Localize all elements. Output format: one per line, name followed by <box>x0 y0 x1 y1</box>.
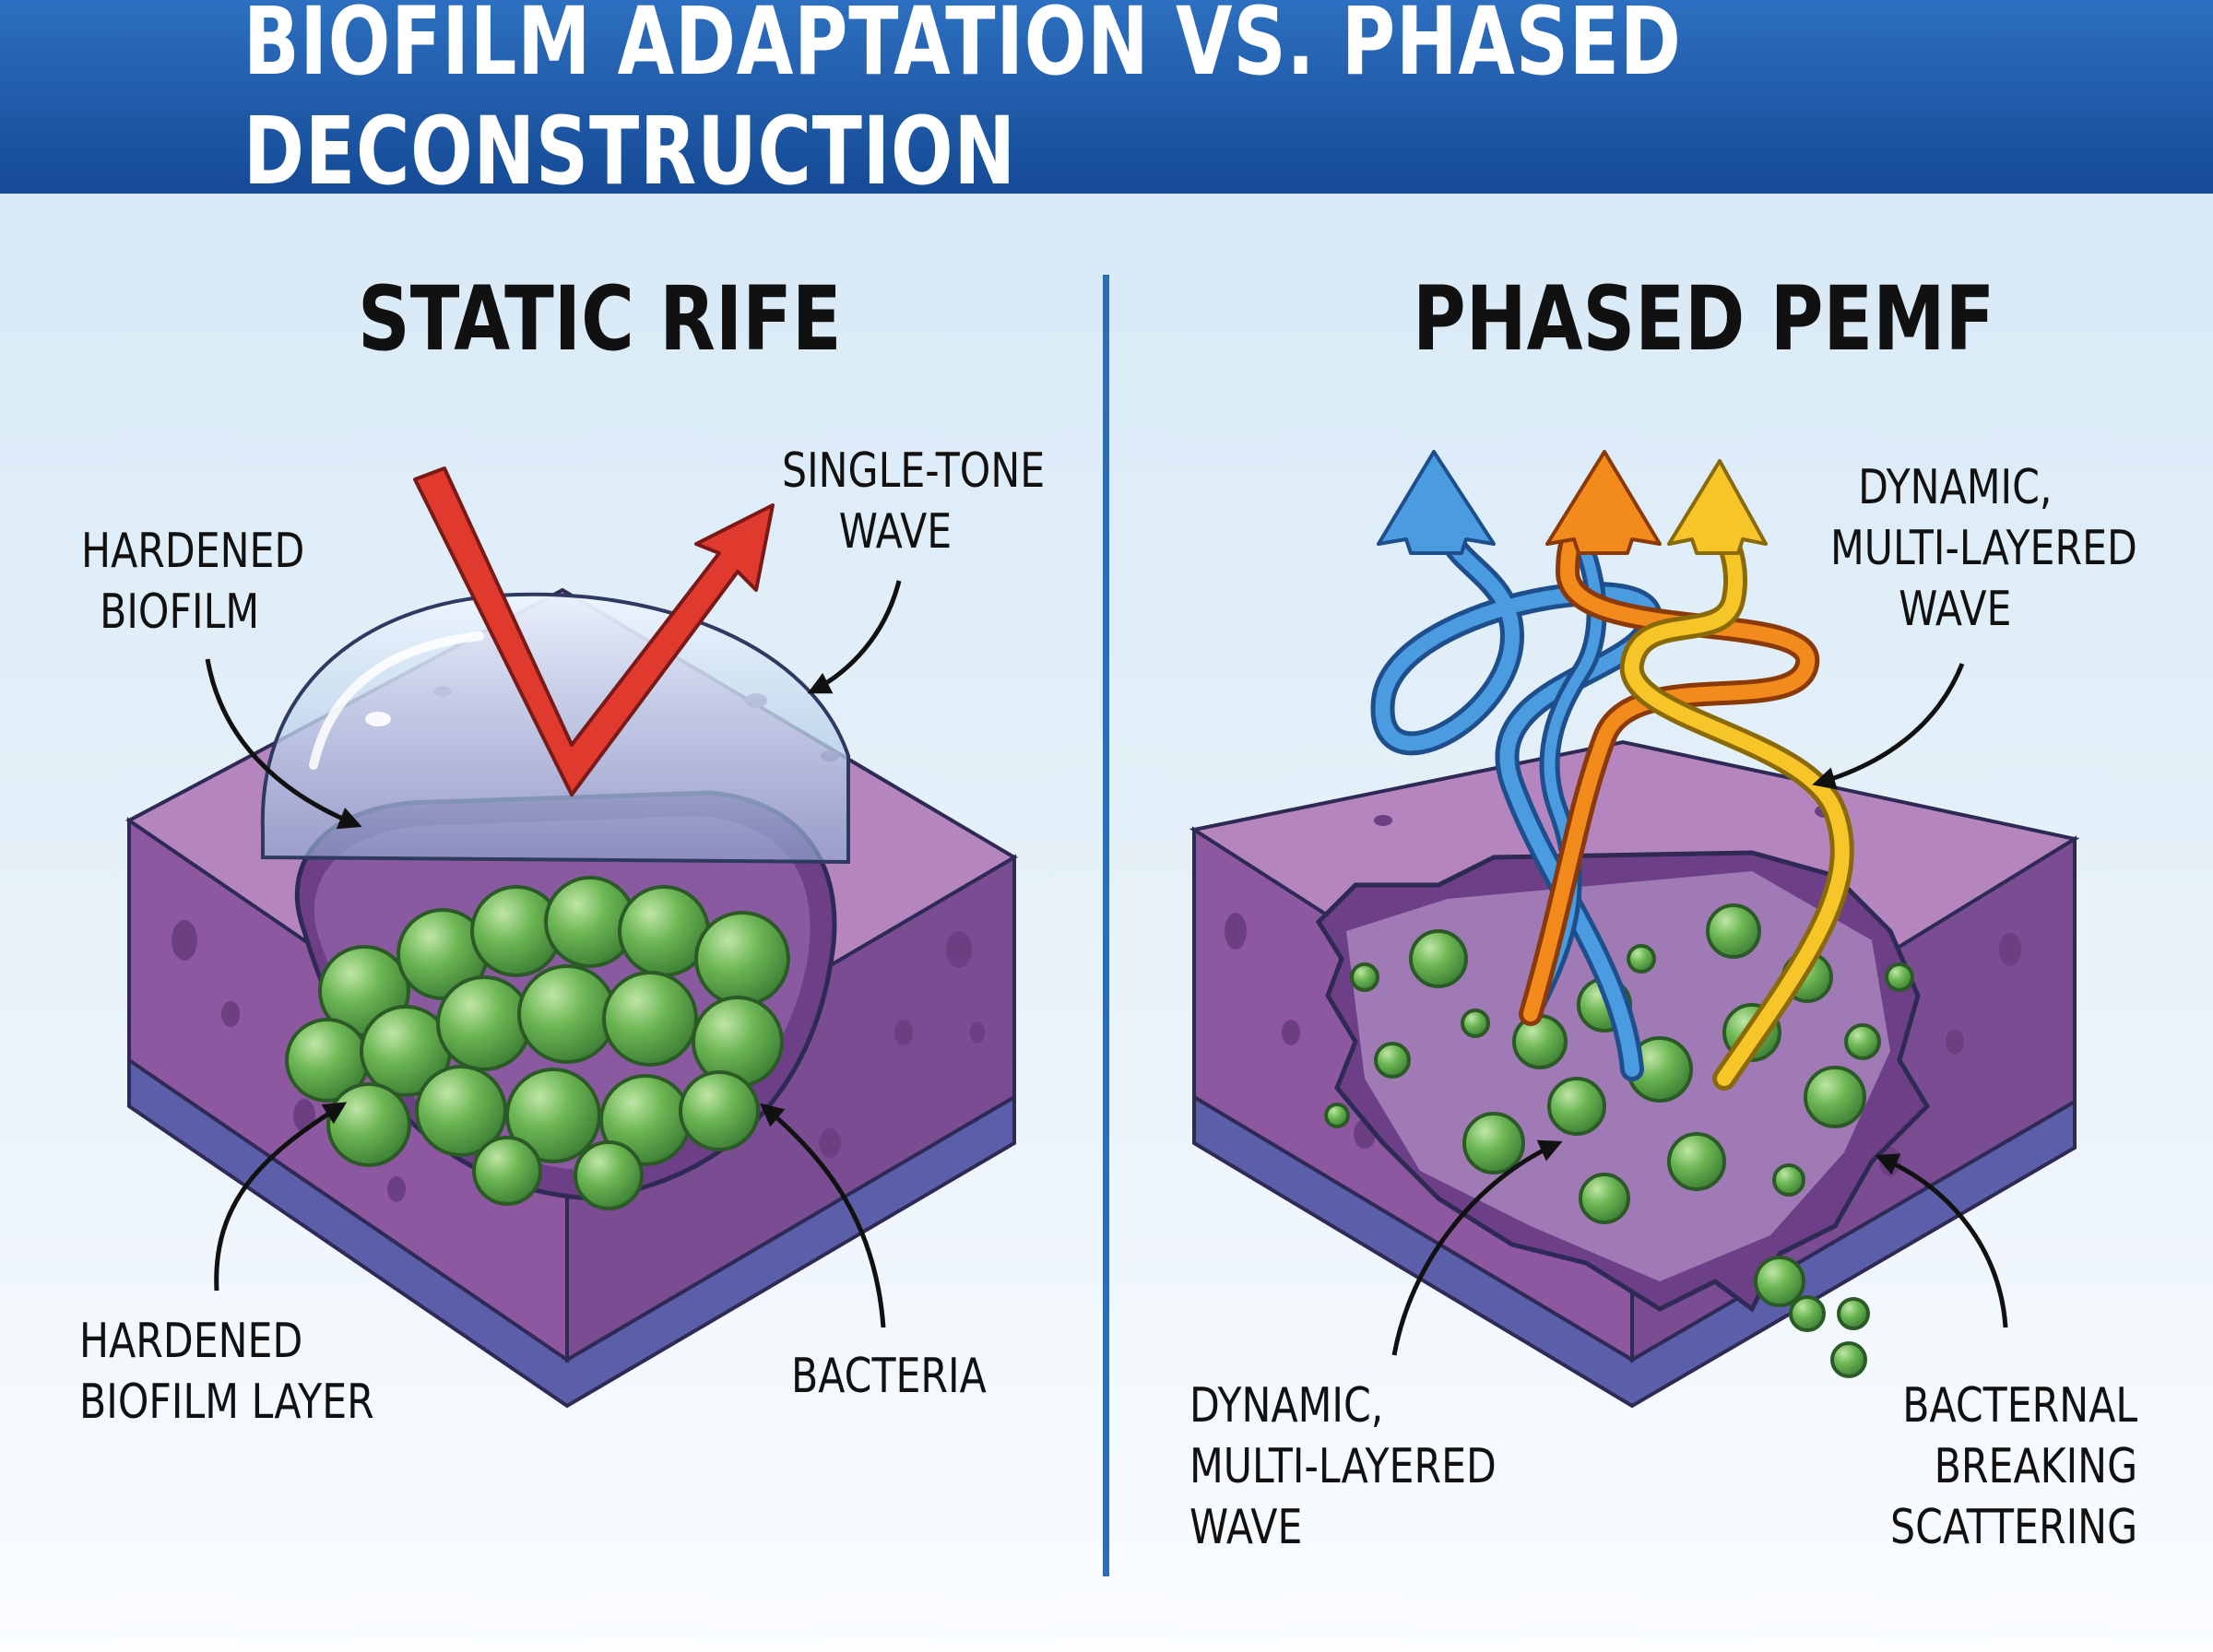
panel-divider <box>1103 275 1109 1576</box>
label-line: SINGLE-TONE <box>782 443 1046 499</box>
label-line: BIOFILM LAYER <box>79 1375 374 1430</box>
multi-layered-waves <box>1370 486 1854 1091</box>
panel-title-static-rife: STATIC RIFE <box>358 267 842 371</box>
label-line: MULTI-LAYERED <box>1830 521 2137 576</box>
label-line: DYNAMIC, <box>1858 460 2053 515</box>
label-line: HARDENED <box>81 524 305 579</box>
label-line: HARDENED <box>79 1314 303 1369</box>
label-line: BACTERNAL <box>1902 1378 2138 1434</box>
label-bacteria: BACTERIA <box>791 1349 987 1404</box>
label-line: WAVE <box>1899 582 2012 637</box>
right-tissue-block <box>1189 739 2080 1409</box>
page-title: BIOFILM ADAPTATION VS. PHASED DECONSTRUC… <box>243 0 1682 206</box>
label-single-tone-wave: SINGLE-TONE WAVE <box>782 441 1046 562</box>
wave-arrowheads <box>1377 450 1768 555</box>
left-pointer-arrows <box>205 580 902 1328</box>
label-dynamic-wave-top: DYNAMIC, MULTI-LAYERED WAVE <box>1830 457 2137 640</box>
single-tone-wave-arrow <box>413 466 775 796</box>
label-line: WAVE <box>838 504 953 560</box>
label-line: MULTI-LAYERED <box>1189 1439 1497 1494</box>
label-line: BREAKING <box>1934 1439 2138 1494</box>
label-dynamic-wave-bottom: DYNAMIC, MULTI-LAYERED WAVE <box>1189 1375 1497 1558</box>
label-line: BIOFILM <box>100 584 260 640</box>
title-banner <box>0 0 2213 194</box>
bacteria-cluster <box>285 876 790 1210</box>
label-line: DYNAMIC, <box>1189 1378 1384 1434</box>
right-pointer-arrows <box>1391 663 2008 1356</box>
label-hardened-biofilm-layer: HARDENED BIOFILM LAYER <box>79 1311 374 1433</box>
label-line: WAVE <box>1189 1500 1303 1555</box>
label-bacternal-breaking-scattering: BACTERNAL BREAKING SCATTERING <box>1890 1375 2137 1558</box>
panel-title-phased-pemf: PHASED PEMF <box>1413 267 1995 371</box>
label-line: SCATTERING <box>1890 1500 2138 1555</box>
label-hardened-biofilm: HARDENED BIOFILM <box>81 521 305 643</box>
